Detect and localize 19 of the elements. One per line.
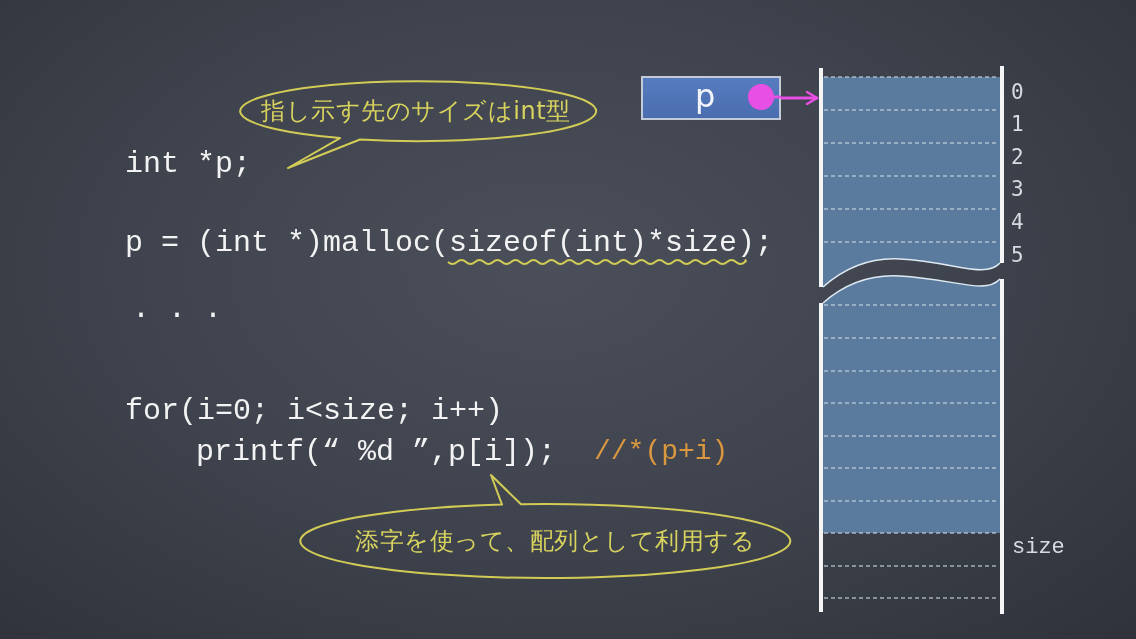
index-label: 5 — [1011, 242, 1024, 269]
index-label: 2 — [1011, 144, 1024, 171]
index-label: 0 — [1011, 79, 1024, 106]
code-line: . . . — [132, 291, 222, 327]
index-label: 4 — [1011, 209, 1024, 236]
index-label: 1 — [1011, 111, 1024, 138]
index-label: size — [1012, 534, 1065, 562]
callout-text: 指し示す先のサイズはint型 — [261, 96, 571, 126]
callout-text: 添字を使って、配列として利用する — [355, 526, 755, 556]
memory-array — [817, 64, 1007, 616]
code-comment: //*(p+i) — [594, 435, 729, 469]
speech-bubble — [298, 472, 792, 581]
code-line: printf(“ %d ”,p[i]); — [196, 434, 557, 470]
index-label: 3 — [1011, 176, 1024, 203]
code-line: for(i=0; i<size; i++) — [125, 393, 504, 429]
code-line: int *p; — [125, 146, 252, 182]
variable-name: p — [695, 78, 716, 114]
code-line: p = (int *)malloc(sizeof(int)*size); — [125, 225, 774, 261]
pointer-variable-box — [641, 76, 781, 120]
